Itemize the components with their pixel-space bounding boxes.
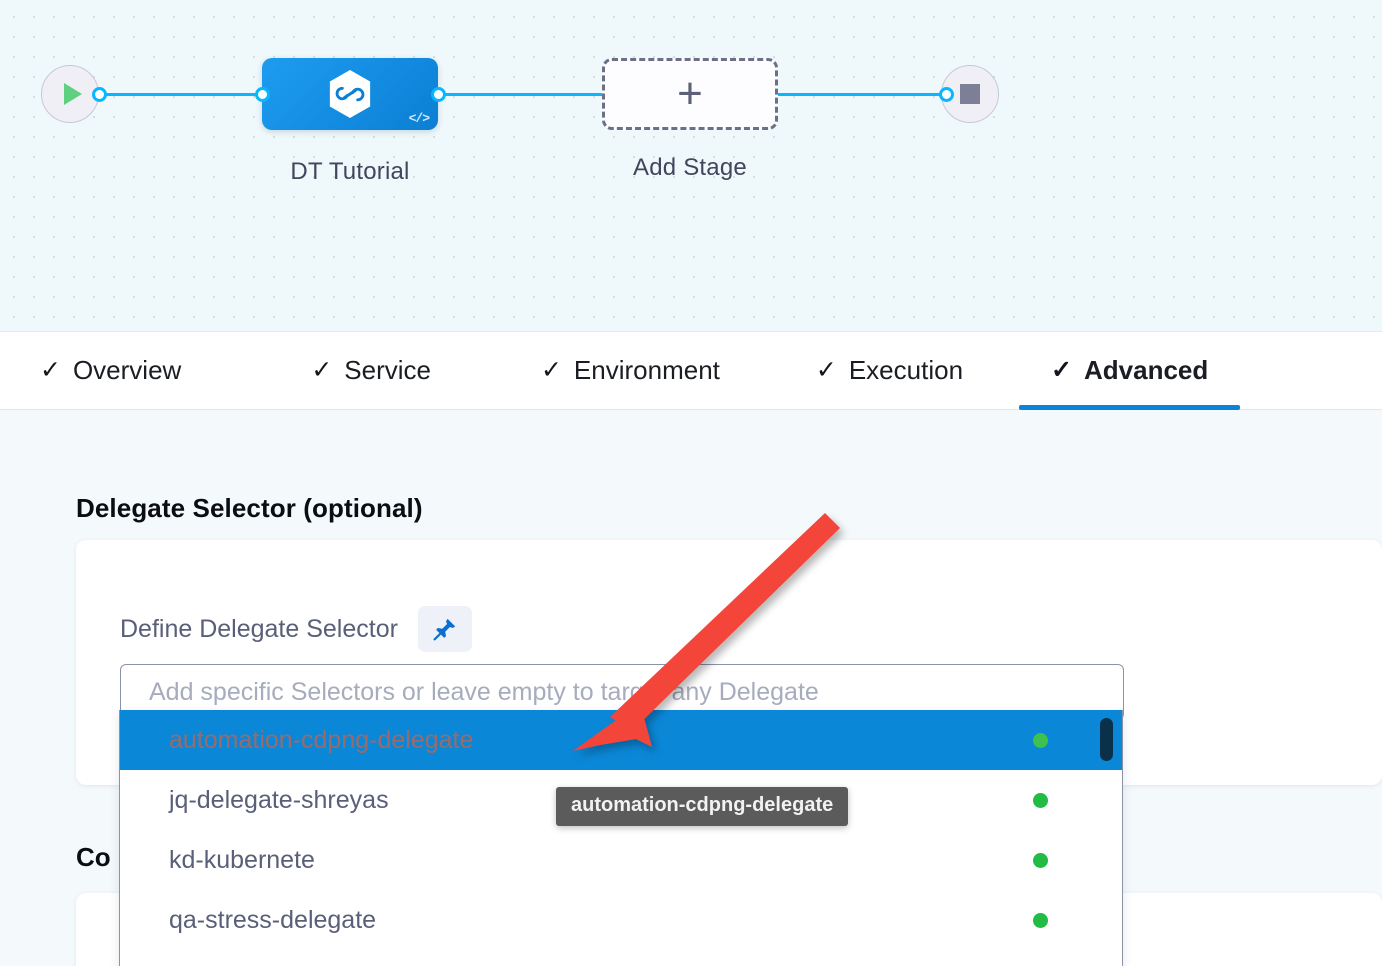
delegate-status-dot: [1033, 732, 1048, 748]
dropdown-option-kd-kubernete[interactable]: kd-kubernete: [120, 830, 1122, 890]
dropdown-option-label: kd-kubernete: [169, 845, 315, 874]
tab-service-label: Service: [344, 355, 431, 385]
stop-icon: [960, 84, 980, 104]
conditional-execution-heading: Co: [76, 842, 111, 872]
dropdown-option-qa-stress-delegate[interactable]: qa-stress-delegate: [120, 890, 1122, 950]
delegate-status-dot: [1033, 912, 1048, 928]
check-icon: ✓: [540, 356, 562, 384]
add-stage-label: Add Stage: [633, 154, 747, 181]
port-end-input[interactable]: [939, 87, 954, 102]
tab-environment-label: Environment: [573, 355, 720, 385]
dropdown-option-jq-delegate-shreyas[interactable]: jq-delegate-shreyas: [120, 770, 1122, 830]
tab-execution[interactable]: ✓ Execution: [812, 332, 967, 409]
check-icon: ✓: [815, 356, 837, 384]
port-start-output[interactable]: [92, 87, 107, 102]
delegate-tooltip: automation-cdpng-delegate: [556, 787, 849, 826]
add-stage-button[interactable]: +: [602, 58, 778, 130]
play-icon: [63, 83, 82, 105]
define-delegate-selector-label: Define Delegate Selector: [120, 614, 398, 643]
define-delegate-selector-row: Define Delegate Selector: [120, 606, 472, 652]
check-icon: ✓: [311, 356, 333, 384]
pipeline-canvas[interactable]: </> + DT Tutorial Add Stage: [0, 0, 1382, 332]
pin-button[interactable]: [417, 606, 472, 652]
edge-stage-to-addstage: [438, 93, 618, 96]
port-stage-output[interactable]: [431, 87, 446, 102]
check-icon: ✓: [40, 356, 61, 384]
stage-tabs: ✓ Overview ✓ Service ✓ Environment ✓ Exe…: [0, 332, 1382, 410]
pipeline-start-node[interactable]: [41, 65, 99, 123]
harness-cd-hexagon-icon: [329, 70, 371, 118]
dropdown-option-label: automation-cdpng-delegate: [169, 725, 474, 754]
edge-addstage-to-end: [760, 93, 950, 96]
dropdown-option-label: qa-stress-delegate: [169, 905, 377, 934]
tab-advanced-label: Advanced: [1083, 355, 1209, 385]
port-stage-input[interactable]: [255, 87, 270, 102]
edge-start-to-stage: [100, 93, 266, 96]
tab-overview[interactable]: ✓ Overview: [36, 332, 185, 409]
delegate-status-dot: [1033, 852, 1048, 868]
tab-service[interactable]: ✓ Service: [307, 332, 435, 409]
check-icon: ✓: [1051, 356, 1072, 384]
dropdown-option-automation-cdpng-delegate[interactable]: automation-cdpng-delegate: [120, 710, 1122, 770]
tab-execution-label: Execution: [848, 355, 964, 385]
delegate-selector-placeholder: Add specific Selectors or leave empty to…: [149, 677, 819, 706]
delegate-selector-dropdown[interactable]: automation-cdpng-delegate jq-delegate-sh…: [119, 710, 1123, 966]
dropdown-option-label: jq-delegate-shreyas: [169, 785, 389, 814]
dropdown-scrollbar-thumb[interactable]: [1100, 718, 1113, 761]
tab-advanced[interactable]: ✓ Advanced: [1018, 332, 1241, 410]
tab-environment[interactable]: ✓ Environment: [537, 332, 724, 409]
delegate-status-dot: [1033, 792, 1048, 808]
pushpin-icon: [433, 618, 456, 641]
tab-overview-label: Overview: [72, 355, 182, 385]
stage-code-badge: </>: [408, 111, 430, 126]
stage-node-dt-tutorial[interactable]: </>: [262, 58, 438, 130]
stage-node-label: DT Tutorial: [290, 158, 410, 185]
delegate-selector-heading: Delegate Selector (optional): [76, 493, 423, 523]
plus-icon: +: [677, 69, 703, 118]
